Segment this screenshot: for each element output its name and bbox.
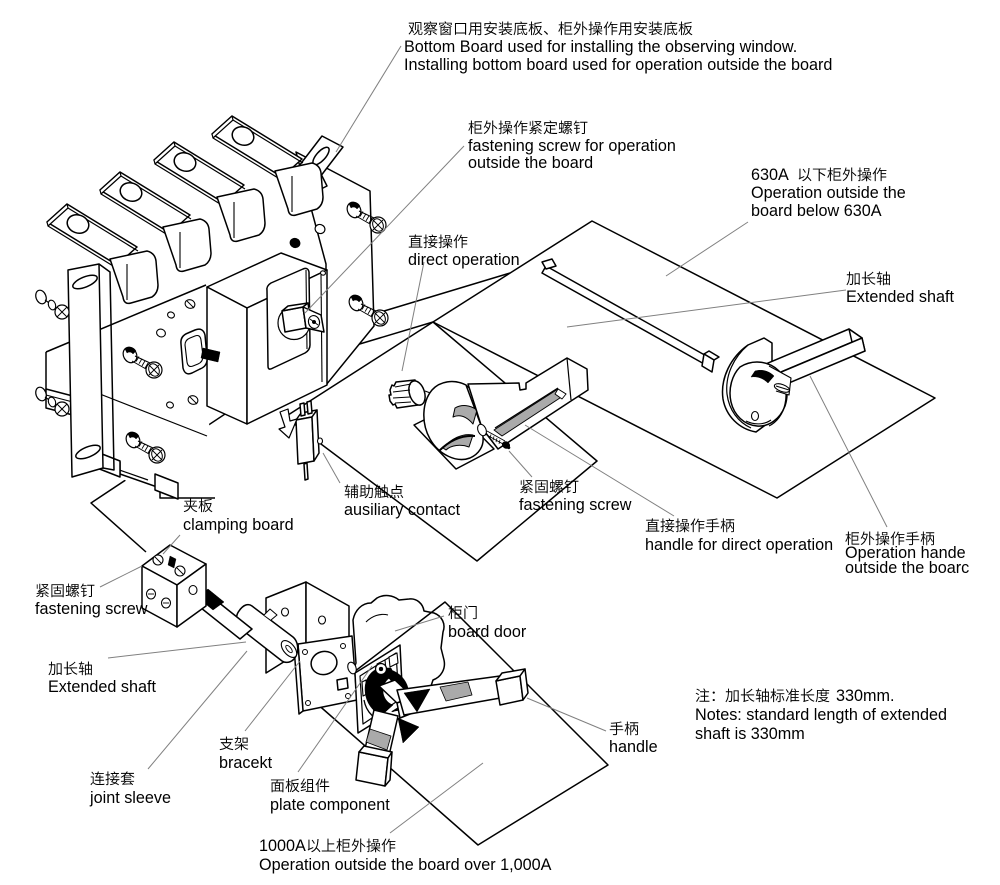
svg-text:board door: board door — [448, 623, 527, 641]
svg-text:fastening screw: fastening screw — [35, 600, 148, 618]
svg-text:Bottom Board used for installi: Bottom Board used for installing the obs… — [404, 38, 797, 56]
svg-text:Operation outside the: Operation outside the — [751, 184, 906, 202]
svg-text:bracekt: bracekt — [219, 754, 273, 772]
svg-text:handle for direct operation: handle for direct operation — [645, 536, 833, 554]
svg-text:plate component: plate component — [270, 796, 390, 814]
svg-text:outside the boarc: outside the boarc — [845, 559, 969, 577]
svg-text:330mm.: 330mm. — [836, 687, 894, 705]
svg-text:1000A: 1000A — [259, 837, 306, 855]
svg-text:Operation hande: Operation hande — [845, 544, 966, 562]
svg-text:Notes: standard length of exte: Notes: standard length of extended — [695, 706, 947, 724]
svg-text:ausiliary contact: ausiliary contact — [344, 501, 461, 519]
svg-text:fastening screw for operation: fastening screw for operation — [468, 137, 676, 155]
svg-text:board below 630A: board below 630A — [751, 202, 882, 220]
svg-text:handle: handle — [609, 738, 658, 756]
svg-text:630A: 630A — [751, 166, 789, 184]
svg-text:direct operation: direct operation — [408, 251, 520, 269]
svg-text:shaft is 330mm: shaft is 330mm — [695, 725, 805, 743]
svg-text:clamping board: clamping board — [183, 516, 294, 534]
svg-text:Extended shaft: Extended shaft — [846, 288, 954, 306]
svg-text:joint sleeve: joint sleeve — [89, 789, 171, 807]
svg-text:Extended shaft: Extended shaft — [48, 678, 156, 696]
svg-text:fastening screw: fastening screw — [519, 496, 632, 514]
svg-text:Installing bottom board used f: Installing bottom board used for operati… — [404, 56, 832, 74]
svg-text:Operation outside the board ov: Operation outside the board over 1,000A — [259, 856, 552, 874]
svg-text:outside the board: outside the board — [468, 154, 593, 172]
